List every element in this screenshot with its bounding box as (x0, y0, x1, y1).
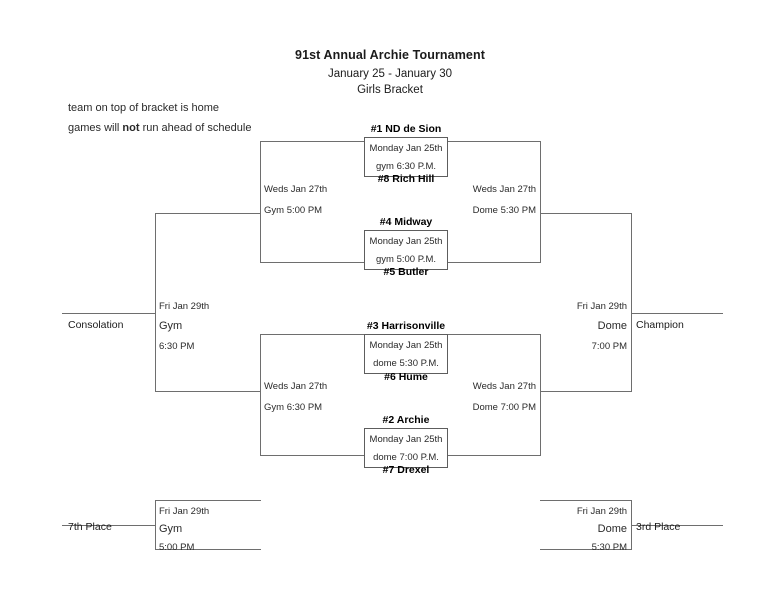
bracket-line-right-semi-lower-top (447, 334, 541, 335)
champion-label: Champion (636, 319, 684, 331)
note-schedule-post: run ahead of schedule (139, 122, 252, 134)
note-schedule-pre: games will (68, 122, 123, 134)
third-place-time: 5:30 PM (591, 542, 627, 553)
team-seed-8: #8 Rich Hill (377, 173, 435, 185)
team-seed-1: #1 ND de Sion (370, 123, 442, 135)
bracket-line-right-semi-upper-bottom (447, 262, 541, 263)
team-seed-5: #5 Butler (383, 266, 429, 278)
semifinal-right-upper-venue-time: Dome 5:30 PM (472, 205, 536, 216)
page-title: 91st Annual Archie Tournament (295, 48, 485, 62)
bracket-line-third-top (540, 500, 632, 501)
bracket-line-seventh-stub (62, 525, 156, 526)
bracket-line-left-semi-lower-stub (155, 391, 261, 392)
seventh-place-time: 5:00 PM (159, 542, 195, 553)
champion-venue: Dome (597, 320, 627, 332)
tournament-dates: January 25 - January 30 (327, 68, 453, 80)
note-home-team: team on top of bracket is home (68, 102, 220, 114)
bracket-line-seventh-bottom (155, 549, 261, 550)
bracket-line-seventh-top (155, 500, 261, 501)
game-box-2: Monday Jan 25th gym 5:00 P.M. (364, 230, 448, 270)
bracket-line-left-semi-lower-bottom (260, 455, 365, 456)
bracket-line-left-semi-lower-vertical (260, 334, 261, 456)
champion-date: Fri Jan 29th (576, 301, 627, 312)
bracket-line-consolation-vertical (155, 213, 156, 392)
bracket-line-consolation-stub (62, 313, 156, 314)
semifinal-left-lower-date: Weds Jan 27th (264, 381, 328, 392)
third-place-venue: Dome (597, 523, 627, 535)
game-box-4: Monday Jan 25th dome 7:00 P.M. (364, 428, 448, 468)
game-3-venue-time: dome 5:30 P.M. (373, 358, 439, 369)
game-4-venue-time: dome 7:00 P.M. (373, 452, 439, 463)
game-1-venue-time: gym 6:30 P.M. (375, 161, 437, 172)
bracket-line-third-bottom (540, 549, 632, 550)
bracket-line-left-semi-upper-stub (155, 213, 261, 214)
bracket-line-champion-vertical (631, 213, 632, 392)
bracket-line-left-semi-upper-bottom (260, 262, 365, 263)
bracket-line-right-semi-upper-stub (540, 213, 632, 214)
game-3-date: Monday Jan 25th (369, 340, 443, 351)
team-seed-6: #6 Hume (384, 371, 428, 383)
bracket-line-right-semi-lower-stub (540, 391, 632, 392)
bracket-line-left-semi-lower-top (260, 334, 365, 335)
third-place-date: Fri Jan 29th (576, 506, 627, 517)
game-box-3: Monday Jan 25th dome 5:30 P.M. (364, 334, 448, 374)
bracket-line-champion-stub (631, 313, 723, 314)
champion-time: 7:00 PM (591, 341, 627, 352)
seventh-place-label: 7th Place (68, 521, 112, 533)
bracket-line-right-semi-lower-bottom (447, 455, 541, 456)
third-place-label: 3rd Place (636, 521, 681, 533)
bracket-subtitle: Girls Bracket (357, 84, 423, 96)
bracket-line-right-semi-upper-top (447, 141, 541, 142)
team-seed-2: #2 Archie (382, 414, 430, 426)
game-2-date: Monday Jan 25th (369, 236, 443, 247)
bracket-line-third-stub (631, 525, 723, 526)
semifinal-right-upper-date: Weds Jan 27th (472, 184, 536, 195)
note-schedule: games will not run ahead of schedule (68, 122, 251, 134)
semifinal-left-upper-venue-time: Gym 5:00 PM (264, 205, 323, 216)
semifinal-right-lower-date: Weds Jan 27th (472, 381, 536, 392)
consolation-label: Consolation (68, 319, 124, 331)
bracket-line-right-semi-lower-vertical (540, 334, 541, 456)
game-2-venue-time: gym 5:00 P.M. (375, 254, 437, 265)
bracket-line-right-semi-upper-vertical (540, 141, 541, 263)
game-box-1: Monday Jan 25th gym 6:30 P.M. (364, 137, 448, 177)
bracket-line-left-semi-upper-vertical (260, 141, 261, 263)
note-schedule-emphasis: not (122, 122, 140, 134)
consolation-time: 6:30 PM (159, 341, 195, 352)
semifinal-left-upper-date: Weds Jan 27th (264, 184, 328, 195)
game-4-date: Monday Jan 25th (369, 434, 443, 445)
team-seed-4: #4 Midway (379, 216, 433, 228)
game-1-date: Monday Jan 25th (369, 143, 443, 154)
semifinal-right-lower-venue-time: Dome 7:00 PM (472, 402, 536, 413)
team-seed-7: #7 Drexel (382, 464, 430, 476)
consolation-venue: Gym (159, 320, 183, 332)
bracket-line-left-semi-upper-top (260, 141, 365, 142)
semifinal-left-lower-venue-time: Gym 6:30 PM (264, 402, 323, 413)
team-seed-3: #3 Harrisonville (366, 320, 446, 332)
consolation-date: Fri Jan 29th (159, 301, 210, 312)
seventh-place-date: Fri Jan 29th (159, 506, 210, 517)
seventh-place-venue: Gym (159, 523, 183, 535)
